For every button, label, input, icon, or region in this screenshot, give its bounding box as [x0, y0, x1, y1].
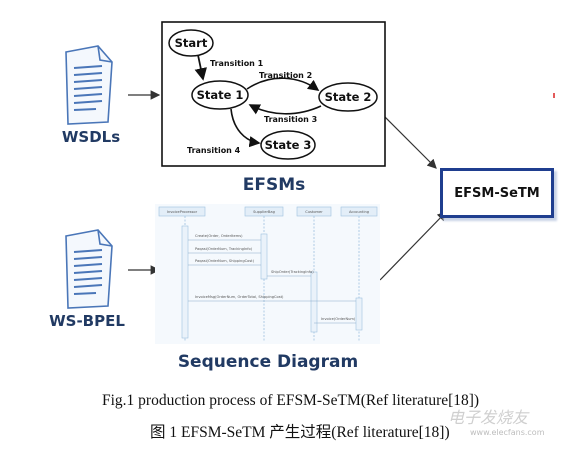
message-1: Create(Order, OrderItems) — [195, 234, 243, 238]
state-3-label: State 3 — [265, 138, 312, 152]
start-state-label: Start — [175, 36, 208, 50]
message-4: ShipOrder(TrackingInfo) — [271, 270, 314, 274]
state-1-label: State 1 — [197, 88, 244, 102]
transition-1-arrow — [194, 54, 207, 81]
sequence-title: Sequence Diagram — [177, 352, 359, 372]
transition-1-label: Transition 1 — [210, 59, 264, 68]
transition-3-label: Transition 3 — [264, 115, 317, 124]
output-box: EFSM-SeTM — [440, 168, 554, 218]
arrow-to-output — [379, 111, 437, 169]
lifeline-1-label: InvoiceProcessor — [167, 210, 198, 214]
state-1 — [191, 80, 249, 110]
transition-2-arrow — [246, 77, 320, 91]
bpel-document-icon — [65, 229, 113, 309]
wsdl-document-icon — [65, 45, 113, 125]
watermark-url: www.elecfans.com — [470, 428, 545, 437]
lifeline-4-label: Accounting — [349, 210, 369, 214]
lifeline-headers — [158, 206, 378, 217]
message-2: Paqasi(OrderNum, TrackingInfo) — [195, 247, 253, 251]
transition-2-label: Transition 2 — [259, 71, 312, 80]
start-state — [168, 29, 214, 57]
lifeline-2-label: SupplierBag — [253, 210, 275, 214]
red-mark — [553, 93, 555, 98]
state-2 — [318, 82, 378, 112]
wsdl-label: WSDLs — [61, 128, 121, 146]
lifeline-3-label: Customer — [305, 210, 323, 214]
output-label: EFSM-SeTM — [454, 185, 540, 201]
sequence-diagram: InvoiceProcessor SupplierBag Customer Ac… — [155, 204, 380, 344]
state-3 — [260, 130, 316, 160]
transition-3-arrow — [248, 104, 322, 115]
bpel-label: WS-BPEL — [49, 312, 125, 330]
watermark-logo-text: 电子发烧友 — [448, 408, 529, 427]
caption-en: Fig.1 production process of EFSM-SeTM(Re… — [102, 392, 480, 409]
transition-4-arrow — [230, 108, 261, 148]
efsm-title: EFSMs — [242, 175, 306, 195]
caption-zh: 图 1 EFSM-SeTM 产生过程(Ref literature[18]) — [150, 424, 450, 441]
message-3: Paqasi(OrderNum, ShippingCost) — [195, 259, 255, 263]
state-2-label: State 2 — [325, 90, 372, 104]
efsm-diagram: Start State 1 State 2 State 3 Transition… — [161, 21, 386, 167]
transition-4-label: Transition 4 — [187, 146, 241, 155]
arrow-to-output — [379, 211, 447, 281]
message-5: InvoiceMsg(OrderNum, OrderTotal, Shippin… — [195, 295, 284, 299]
message-6: Invoice(OrderNum) — [321, 317, 356, 321]
